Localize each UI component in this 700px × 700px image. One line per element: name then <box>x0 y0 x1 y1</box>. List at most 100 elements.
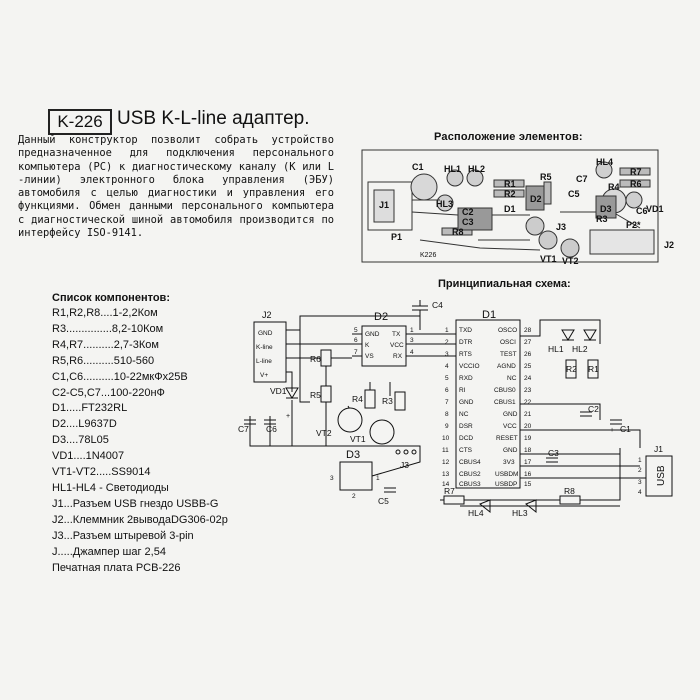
pcb-label: R5 <box>540 172 552 182</box>
schematic-ref: HL3 <box>512 508 528 518</box>
pcb-label: P2* <box>626 220 641 230</box>
schematic-pin-number: 6 <box>445 387 449 394</box>
schematic-pin-label: CBUS1 <box>494 399 516 406</box>
schematic-pin-label: GND <box>503 447 518 454</box>
schematic-pin-label: L-line <box>256 358 272 365</box>
pcb-label: D3 <box>600 204 612 214</box>
schematic-ref: C2 <box>588 404 599 414</box>
schematic-pin-label: GND <box>365 331 380 338</box>
schematic-pin-number: 5 <box>354 327 358 334</box>
schematic-ref-j2: J2 <box>262 310 272 320</box>
component-item: VD1....1N4007 <box>52 450 125 463</box>
pcb-label: HL3 <box>436 199 453 209</box>
component-item: HL1-HL4 - Светодиоды <box>52 481 169 494</box>
schematic-pin-number: 27 <box>524 339 532 346</box>
schematic-ref: R7 <box>444 486 455 496</box>
schematic-pin-number: 4 <box>638 489 642 496</box>
schematic-ref: C4 <box>432 300 443 310</box>
schematic-pin-label: VCCIO <box>459 363 480 370</box>
pcb-label: J2 <box>664 240 674 250</box>
schematic-pin-number: 8 <box>445 411 449 418</box>
component-item: D3....78L05 <box>52 434 109 447</box>
schematic-pin-label: RESET <box>496 435 518 442</box>
schematic-pin-number: 20 <box>524 423 532 430</box>
schematic-ref-d2: D2 <box>374 311 388 323</box>
component-item: R3...............8,2-10Ком <box>52 322 164 335</box>
pcb-label: K226 <box>420 252 436 259</box>
component-item: R5,R6..........510-560 <box>52 354 155 367</box>
schematic-pin-number: 9 <box>445 423 449 430</box>
schematic-pin-number: 7 <box>445 399 449 406</box>
schematic-pin-label: CTS <box>459 447 473 454</box>
pcb-label: C1 <box>412 162 424 172</box>
schematic-pin-label: TX <box>392 331 401 338</box>
schematic-ref: HL1 <box>548 344 564 354</box>
component-item: D2....L9637D <box>52 418 117 431</box>
schematic-pin-label: CBUS3 <box>459 481 481 488</box>
schematic-pin-number: 17 <box>524 459 532 466</box>
component-item: C2-C5,C7...100-220нФ <box>52 386 165 399</box>
pcb-label: R2 <box>504 189 516 199</box>
pcb-j2-footprint <box>589 229 655 255</box>
pcb-label: P1 <box>391 232 402 242</box>
schematic-pin-label: USBDM <box>495 471 518 478</box>
schematic-pin-label: RI <box>459 387 466 394</box>
pcb-label: C2 <box>462 207 474 217</box>
schematic-pin-label: USBDP <box>495 481 517 488</box>
component-item: VT1-VT2.....SS9014 <box>52 466 151 479</box>
schematic-ref: C5 <box>378 496 389 506</box>
pcb-layout-heading: Расположение элементов: <box>434 131 583 143</box>
schematic-pin-number: 4 <box>410 349 414 356</box>
schematic-ref-d1: D1 <box>482 309 496 321</box>
schematic-pin-label: K <box>365 342 370 349</box>
pcb-outline <box>361 149 659 263</box>
schematic-pin-label: DCD <box>459 435 473 442</box>
schematic-ref: C3 <box>548 448 559 458</box>
component-list-heading: Список компонентов: <box>52 292 170 304</box>
schematic-pin-number: 15 <box>524 481 532 488</box>
component-item: D1.....FT232RL <box>52 402 128 415</box>
pcb-label: VD1 <box>646 204 664 214</box>
schematic-pin-number: 22 <box>524 399 532 406</box>
schematic-pin-number: 4 <box>445 363 449 370</box>
schematic-pin-label: CBUS0 <box>494 387 516 394</box>
component-item: R4,R7..........2,7-3Ком <box>52 338 159 351</box>
schematic-pin-number: 23 <box>524 387 532 394</box>
schematic-pin-number: 2 <box>352 493 356 500</box>
pcb-label: D2 <box>530 194 542 204</box>
schematic-ref: HL4 <box>468 508 484 518</box>
schematic-pin-number: 3 <box>638 479 642 486</box>
schematic-pin-label: NC <box>459 411 469 418</box>
schematic-pin-label: V+ <box>260 372 268 379</box>
component-item: J1...Разъем USB гнездо USBB-G <box>52 497 219 510</box>
schematic-ref: C6 <box>266 424 277 434</box>
component-item: J2...Клеммник 2выводаDG306-02р <box>52 513 228 526</box>
schematic-ref: R8 <box>564 486 575 496</box>
pcb-label: C7 <box>576 174 588 184</box>
pcb-label: J1 <box>379 200 389 210</box>
schematic-pin-number: 7 <box>354 349 358 356</box>
schematic-pin-number: 13 <box>442 471 450 478</box>
schematic-pin-number: 16 <box>524 471 532 478</box>
schematic-ref: R6 <box>310 354 321 364</box>
schematic-ref: VD1 <box>270 386 287 396</box>
schematic-pin-number: 5 <box>445 375 449 382</box>
pcb-label: R7 <box>630 167 642 177</box>
schematic-pin-label: TEST <box>500 351 517 358</box>
schematic-ref: R1 <box>588 364 599 374</box>
schematic-pin-label: RXD <box>459 375 473 382</box>
schematic-pin-label: K-line <box>256 344 273 351</box>
schematic-polarity: + <box>286 413 290 420</box>
schematic-pin-label: VCC <box>390 342 404 349</box>
pcb-label: C6 <box>636 206 648 216</box>
pcb-label: R8 <box>452 227 464 237</box>
schematic-d2 <box>361 325 407 367</box>
schematic-pin-label: OSCO <box>498 327 517 334</box>
component-list: R1,R2,R8....1-2,2Ком R3...............8,… <box>52 306 228 576</box>
schematic-pin-label: GND <box>258 330 273 337</box>
schematic-ref-d3: D3 <box>346 449 360 461</box>
schematic-pin-number: 3 <box>330 475 334 482</box>
schematic-pin-label: DSR <box>459 423 473 430</box>
